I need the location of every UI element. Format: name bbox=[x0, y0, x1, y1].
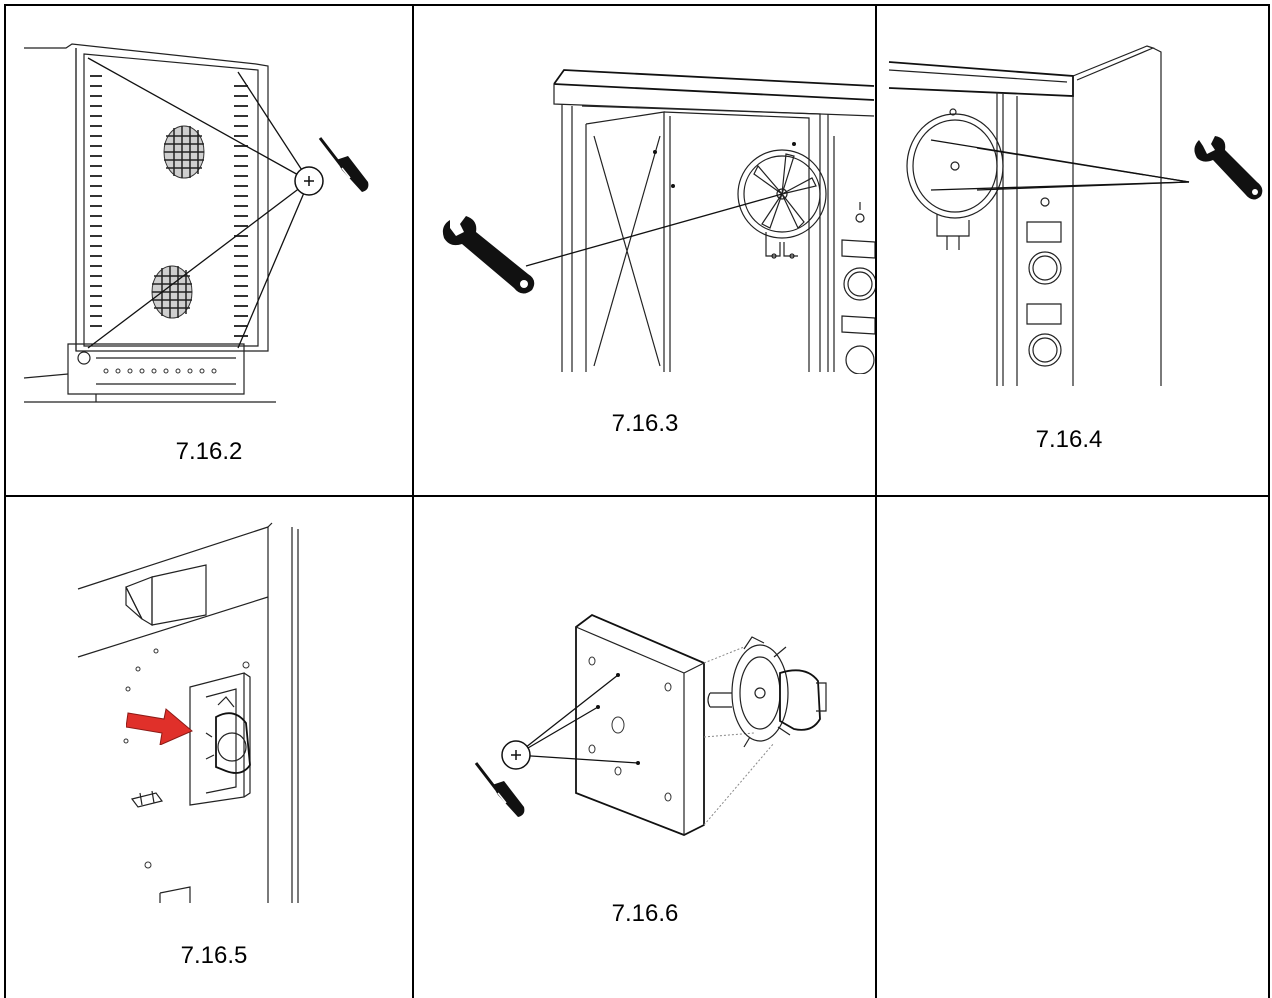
figure-cell-1: 7.16.2 bbox=[6, 6, 412, 495]
fan-ring bbox=[906, 108, 1004, 250]
fan-front-illustration bbox=[888, 45, 1190, 386]
motor-plate-illustration bbox=[501, 613, 827, 836]
figure-cell-5: 7.16.6 bbox=[414, 497, 875, 998]
figure-cell-3: 7.16.4 bbox=[877, 6, 1268, 495]
fan-grille-top bbox=[163, 125, 205, 179]
table-divider-middle bbox=[4, 495, 1270, 497]
table-border-left bbox=[4, 4, 6, 998]
wrench-icon bbox=[442, 216, 535, 294]
fan-wrench-illustration bbox=[525, 69, 875, 374]
table-divider-col1 bbox=[412, 4, 414, 998]
table-border-right bbox=[1268, 4, 1270, 998]
figure-cell-2: 7.16.3 bbox=[414, 6, 875, 495]
screwdriver-icon bbox=[474, 762, 525, 817]
screwdriver-icon bbox=[318, 137, 369, 192]
figure-caption: 7.16.2 bbox=[175, 438, 243, 465]
arrow-icon bbox=[126, 708, 193, 745]
figure-caption: 7.16.5 bbox=[180, 942, 248, 969]
table-border-top bbox=[4, 4, 1270, 6]
fan-grille-bottom bbox=[151, 265, 193, 319]
figure-caption: 7.16.3 bbox=[611, 410, 679, 437]
motor bbox=[205, 696, 251, 774]
figure-caption: 7.16.6 bbox=[611, 900, 679, 927]
panel-screw-illustration bbox=[23, 43, 324, 403]
motor bbox=[707, 636, 827, 748]
figure-cell-4: 7.16.5 bbox=[6, 497, 412, 998]
figure-caption: 7.16.4 bbox=[1035, 426, 1103, 453]
wrench-icon bbox=[1194, 136, 1263, 200]
table-divider-col2 bbox=[875, 4, 877, 998]
fan-wheel bbox=[737, 149, 827, 259]
motor-bracket-illustration bbox=[77, 522, 299, 903]
figure-cell-6 bbox=[877, 497, 1268, 998]
